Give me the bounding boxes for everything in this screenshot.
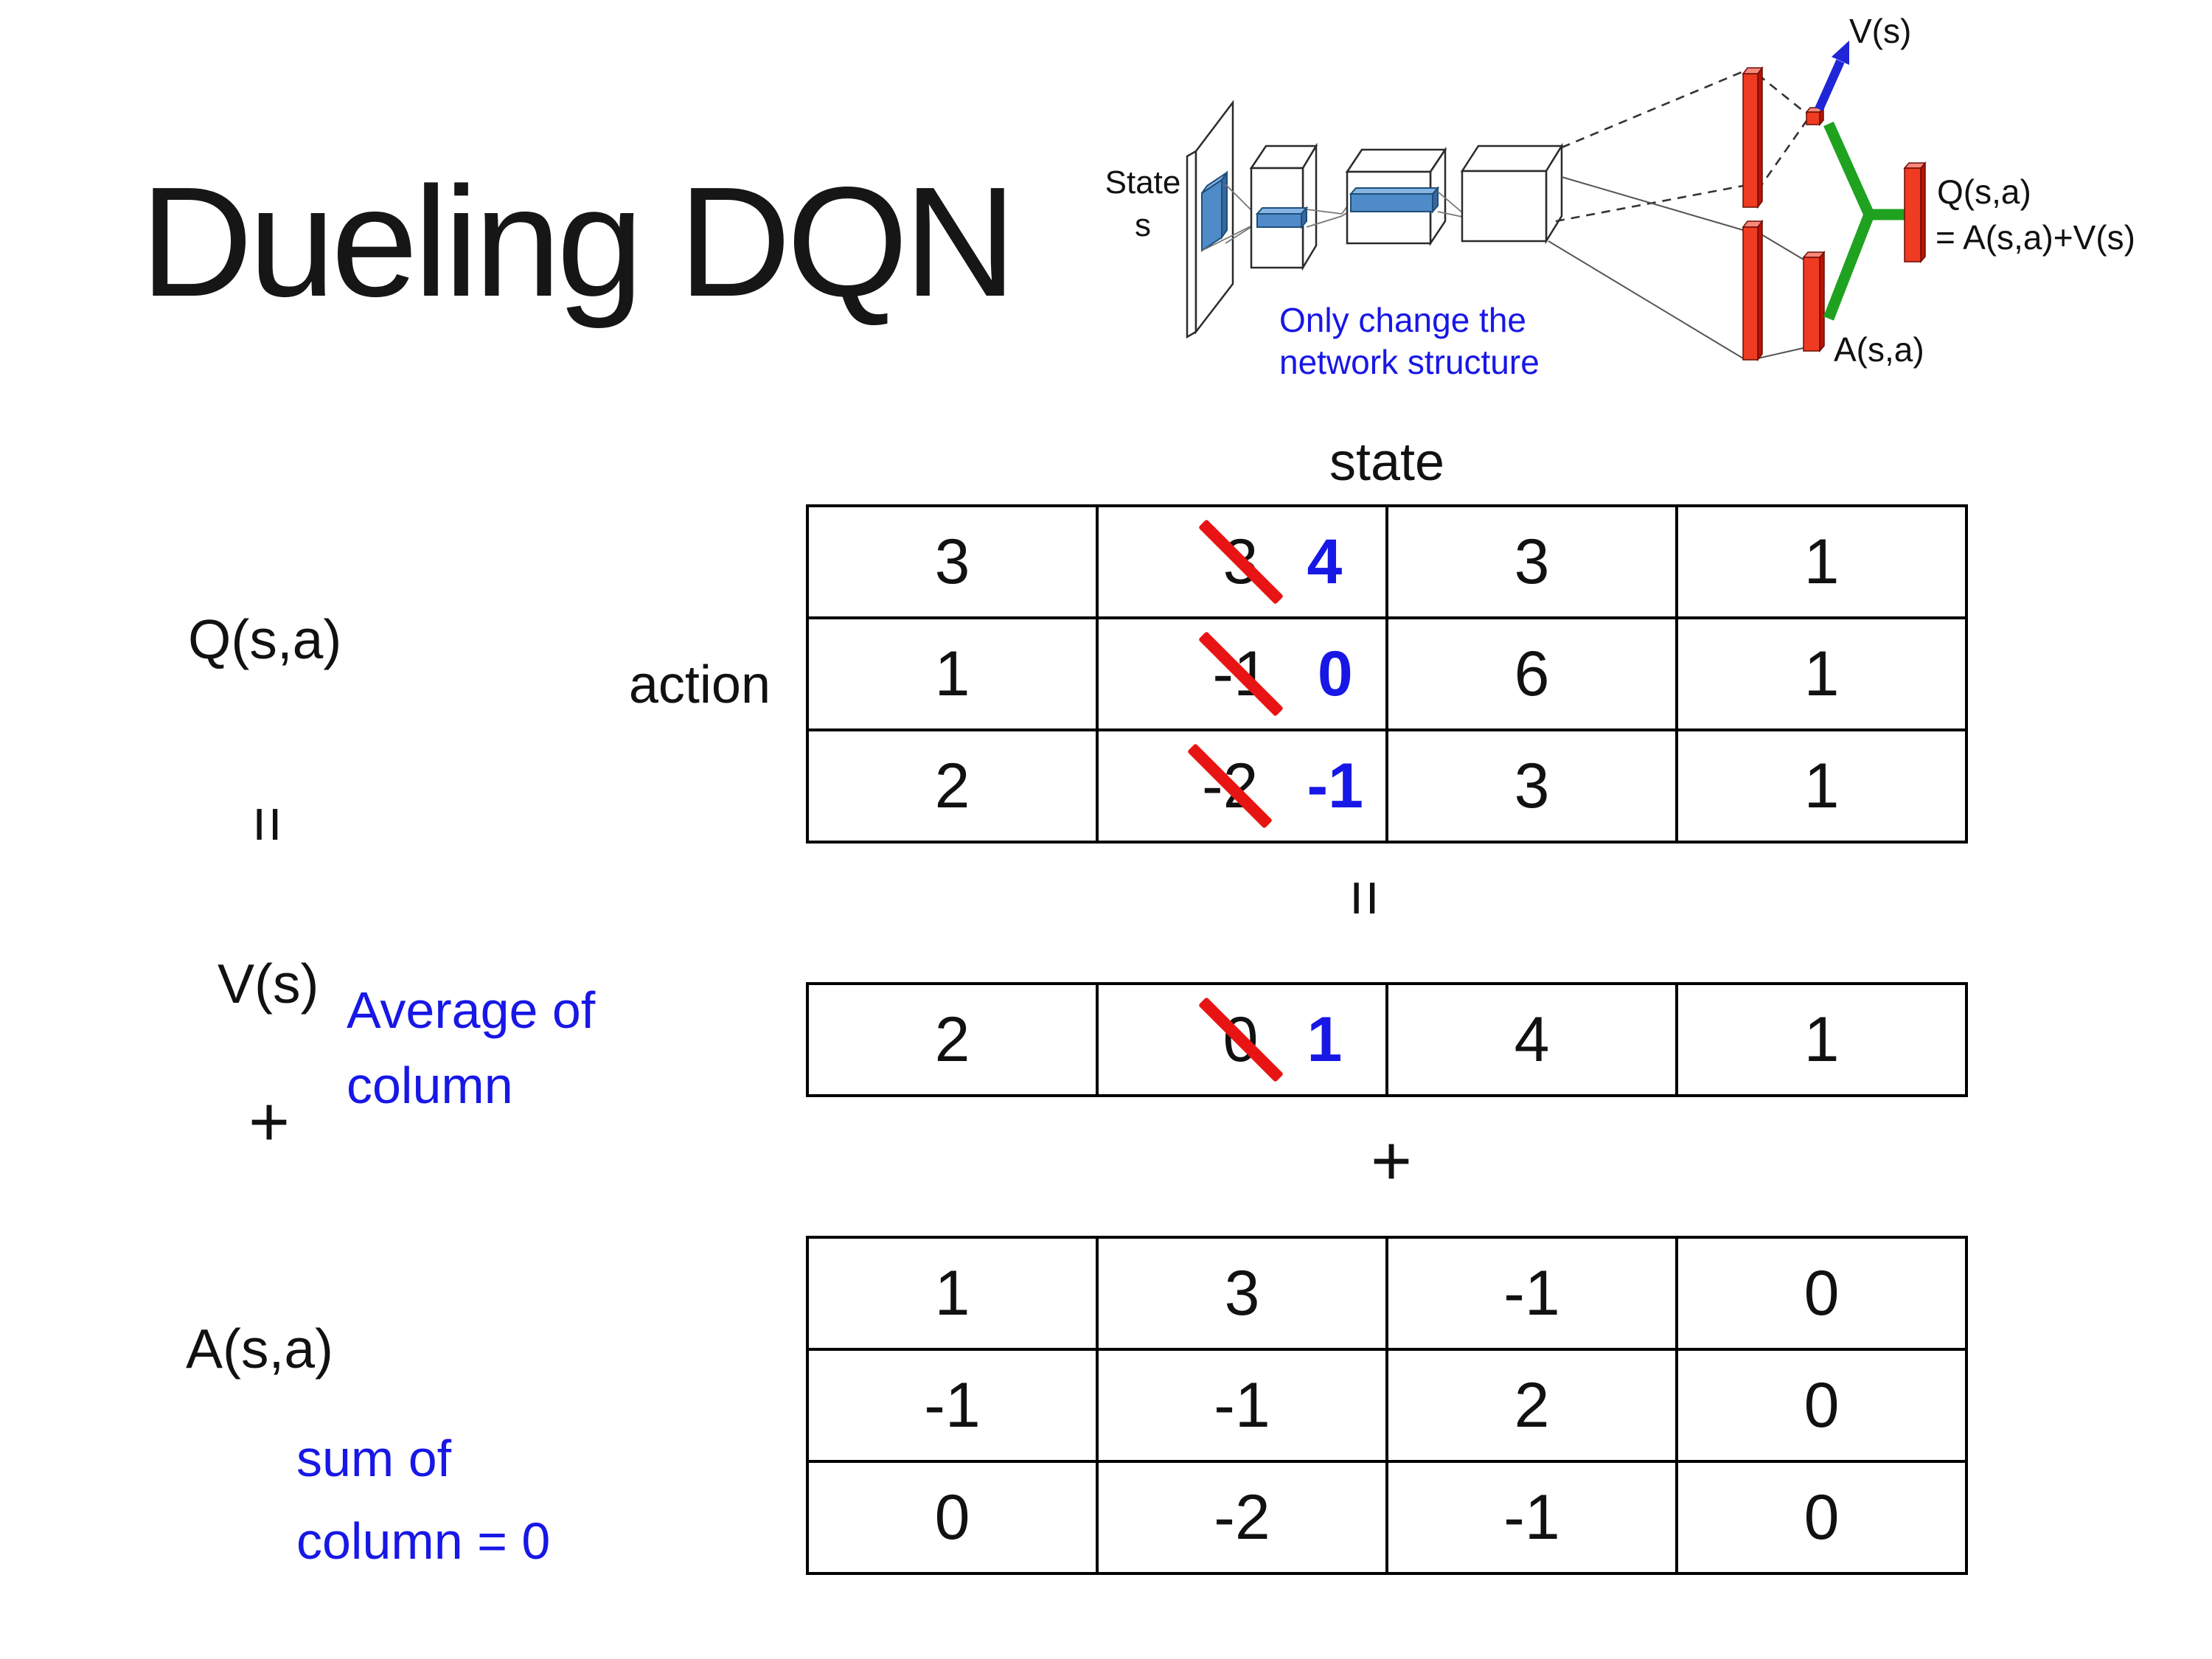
q-cell-r1c4: 1	[1678, 507, 1965, 616]
advantage-hidden-bar-side	[1757, 219, 1763, 362]
old-value: 0	[1197, 997, 1284, 1082]
a-cell-r1c1: 1	[809, 1239, 1096, 1348]
diagram-note-line2: network structure	[1279, 343, 1540, 381]
v-node	[1806, 111, 1820, 125]
a-cell-r3c1: 0	[809, 1463, 1096, 1572]
a-vector-bar	[1803, 257, 1820, 352]
feature-bar2	[1350, 193, 1433, 212]
value-stream-dashed-links	[1555, 70, 1808, 223]
a-cell-r3c2: -2	[1099, 1463, 1385, 1572]
diagram-state-label: State	[1105, 164, 1181, 201]
v-matrix-label: V(s)	[218, 953, 319, 1015]
equals-glyph: =	[232, 805, 304, 844]
v-arrow-shaft	[1815, 59, 1845, 111]
plus-sign-middle: +	[1358, 1121, 1425, 1200]
sum-note-line1: sum of	[296, 1430, 452, 1487]
plus-glyph: +	[248, 1082, 291, 1161]
q-cell-r1c2-corrected: 3 4	[1099, 507, 1385, 616]
v-cell-c4: 1	[1678, 985, 1965, 1094]
avg-note-line1: Average of	[347, 981, 596, 1039]
old-value: 3	[1197, 519, 1284, 605]
a-cell-r2c3: 2	[1388, 1351, 1675, 1460]
corrected-value-pair: -1 0	[1197, 631, 1353, 717]
conv-fan-3	[1437, 191, 1463, 218]
value-hidden-bar-side	[1757, 66, 1763, 209]
old-value: -2	[1187, 743, 1273, 829]
old-value: -1	[1197, 631, 1284, 717]
new-value-number: -1	[1307, 750, 1363, 821]
new-value-number: 4	[1307, 526, 1343, 597]
a-matrix: 1 3 -1 0 -1 -1 2 0 0 -2 -1 0	[806, 1236, 1968, 1575]
q-cell-r3c2-corrected: -2 -1	[1099, 731, 1385, 841]
q-cell-r3c3: 3	[1388, 731, 1675, 841]
a-cell-r1c3: -1	[1388, 1239, 1675, 1348]
a-cell-r2c2: -1	[1099, 1351, 1385, 1460]
q-cell-r1c3: 3	[1388, 507, 1675, 616]
diagram-q-output-formula: = A(s,a)+V(s)	[1935, 218, 2135, 257]
q-cell-r2c4: 1	[1678, 619, 1965, 728]
value-hidden-bar	[1742, 73, 1759, 208]
new-value-number: 1	[1307, 1004, 1343, 1075]
q-cell-r3c1: 2	[809, 731, 1096, 841]
a-vector-bar-side	[1819, 250, 1825, 353]
feature-bar1	[1256, 213, 1302, 228]
input-patch	[1201, 178, 1222, 252]
q-cell-r1c1: 3	[809, 507, 1096, 616]
v-arrow-head	[1832, 41, 1849, 65]
advantage-stream-links	[1548, 176, 1804, 359]
slide-title: Dueling DQN	[140, 154, 1017, 329]
feature-bar2-top	[1349, 187, 1440, 195]
feature-bar1-top	[1255, 207, 1309, 215]
v-cell-c2-corrected: 0 1	[1099, 985, 1385, 1094]
equals-glyph: =	[1329, 879, 1401, 917]
a-cell-r2c1: -1	[809, 1351, 1096, 1460]
equals-sign-middle: =	[1330, 865, 1401, 931]
conv-box1-side	[1301, 142, 1318, 271]
q-matrix: 3 3 4 3 1 1 -1 0 6 1 2 -2 -1 3 1	[806, 504, 1968, 844]
q-cell-r3c4: 1	[1678, 731, 1965, 841]
merge-connector	[1823, 121, 1905, 321]
plus-glyph: +	[1370, 1121, 1413, 1200]
a-cell-r1c4: 0	[1678, 1239, 1965, 1348]
dueling-network-diagram: State s Only change the network structur…	[1105, 12, 2135, 381]
diagram-a-output-label: A(s,a)	[1834, 330, 1924, 369]
advantage-hidden-bar	[1742, 226, 1759, 361]
diagram-q-output-label: Q(s,a)	[1937, 173, 2031, 211]
fc-box-top	[1460, 145, 1564, 173]
input-panel-side	[1186, 149, 1197, 339]
fc-box	[1461, 170, 1548, 243]
v-cell-c1: 2	[809, 985, 1096, 1094]
diagram-note-line1: Only change the	[1279, 301, 1526, 339]
q-output-bar-side	[1920, 161, 1926, 264]
state-header: state	[1329, 433, 1445, 492]
new-value-number: 0	[1317, 638, 1353, 709]
q-matrix-label: Q(s,a)	[188, 608, 342, 670]
a-cell-r1c2: 3	[1099, 1239, 1385, 1348]
a-matrix-label: A(s,a)	[186, 1318, 334, 1380]
plus-sign-left: +	[236, 1082, 302, 1161]
average-of-column-note: Average of column	[347, 973, 595, 1123]
corrected-value-pair: 3 4	[1197, 519, 1343, 605]
q-cell-r2c2-corrected: -1 0	[1099, 619, 1385, 728]
diagram-v-output-label: V(s)	[1849, 12, 1911, 50]
action-label: action	[628, 655, 771, 714]
equals-sign-left: =	[233, 791, 304, 858]
q-output-bar	[1904, 167, 1921, 262]
q-cell-r2c1: 1	[809, 619, 1096, 728]
conv-box2-top	[1345, 148, 1447, 173]
v-row-vector: 2 0 1 4 1	[806, 982, 1968, 1097]
diagram-state-s-label: s	[1135, 207, 1151, 243]
sum-note-line2: column = 0	[296, 1512, 551, 1570]
sum-of-column-note: sum of column = 0	[296, 1417, 550, 1582]
q-cell-r2c3: 6	[1388, 619, 1675, 728]
a-cell-r2c4: 0	[1678, 1351, 1965, 1460]
v-cell-c3: 4	[1388, 985, 1675, 1094]
a-cell-r3c4: 0	[1678, 1463, 1965, 1572]
corrected-value-pair: -2 -1	[1187, 743, 1363, 829]
avg-note-line2: column	[347, 1056, 513, 1114]
input-patch-side	[1221, 170, 1228, 240]
a-cell-r3c3: -1	[1388, 1463, 1675, 1572]
corrected-value-pair: 0 1	[1197, 997, 1343, 1082]
